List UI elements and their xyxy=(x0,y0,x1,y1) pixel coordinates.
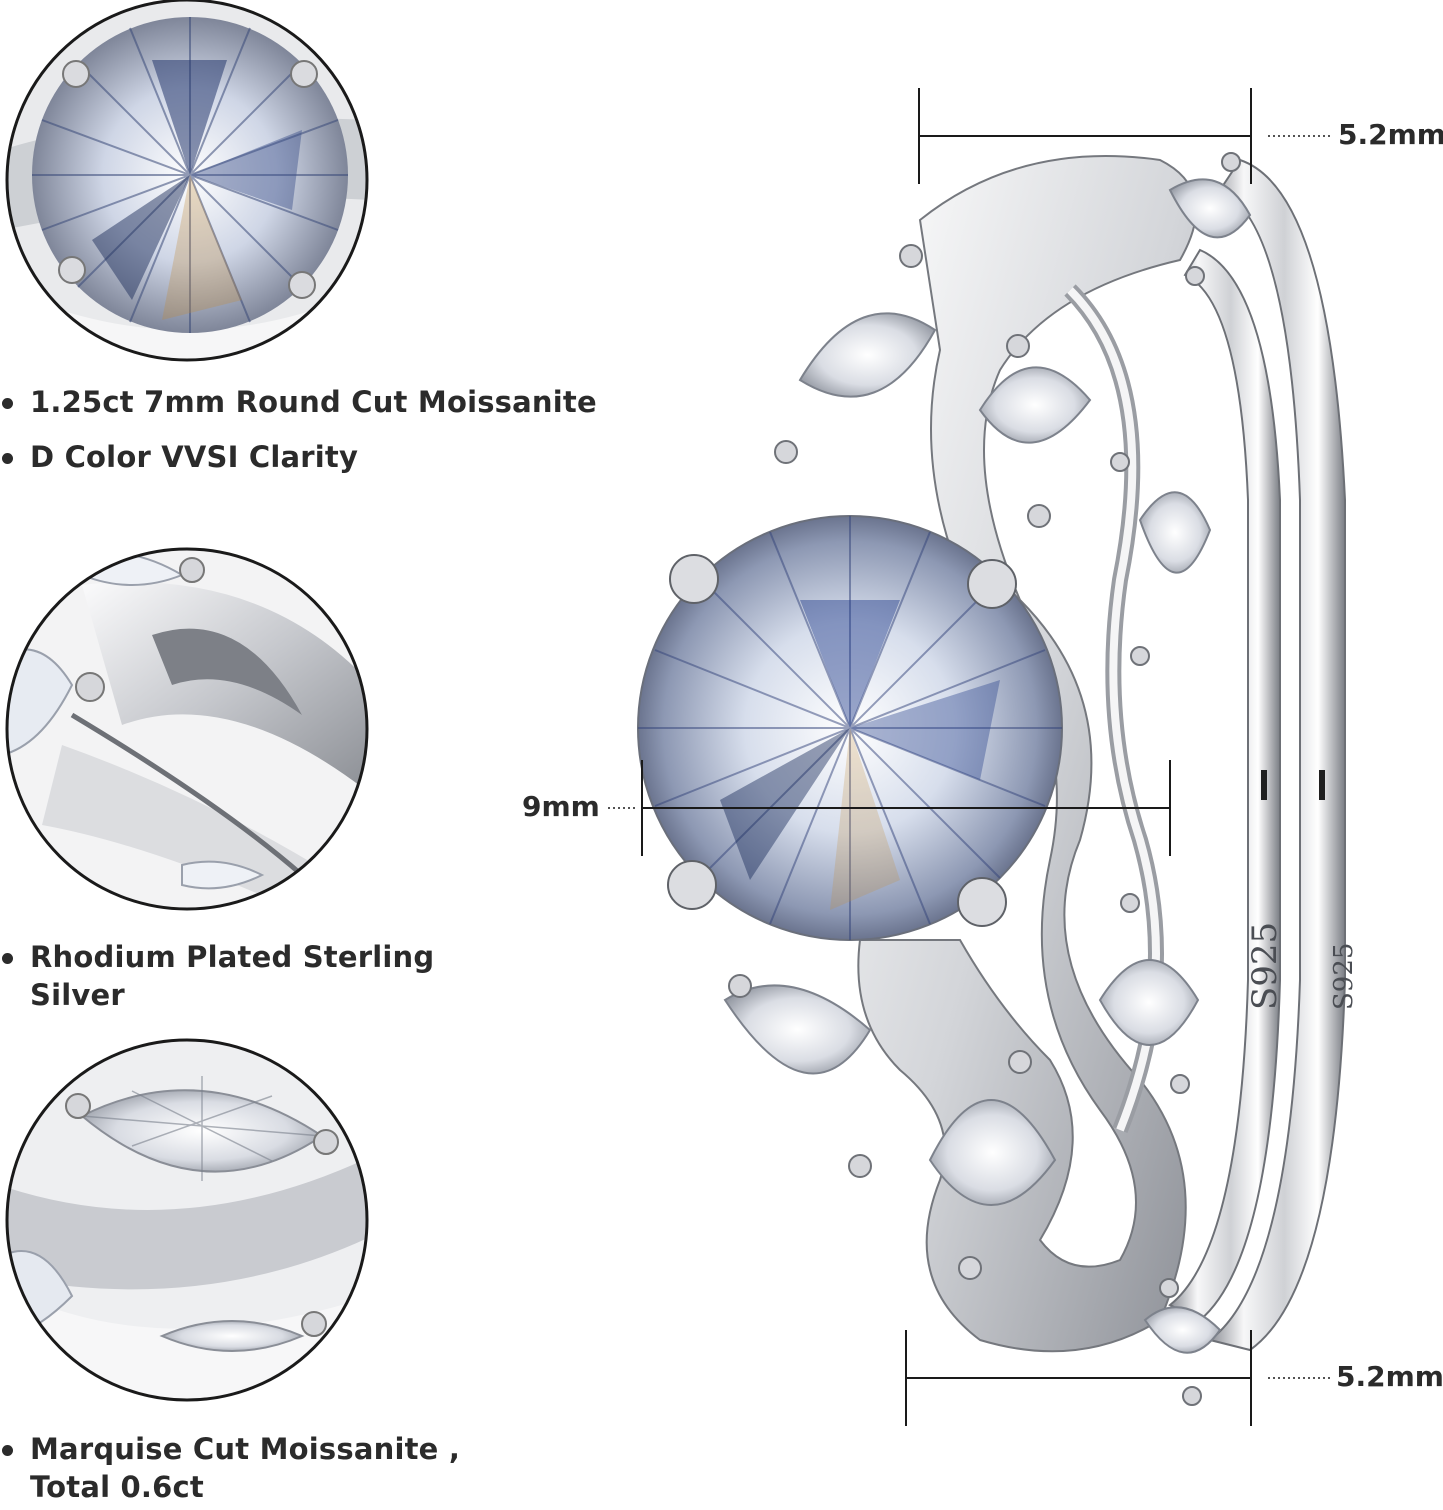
top-band-width-label: 5.2mm xyxy=(1338,118,1443,151)
feature-text-line-2: Silver xyxy=(30,978,125,1012)
marquise-stones xyxy=(723,152,1252,1406)
bullet-dot xyxy=(2,1445,13,1456)
bottom-band-width-label: 5.2mm xyxy=(1336,1360,1443,1393)
feature-text-line-2: Total 0.6ct xyxy=(30,1470,204,1504)
feature-round-moissanite: 1.25ct 7mm Round Cut Moissanite xyxy=(2,383,597,423)
ring-set-illustration: S925 S925 xyxy=(637,152,1359,1406)
feature-marquise-moissanite: Marquise Cut Moissanite , Total 0.6ct xyxy=(2,1430,582,1510)
bullet-dot xyxy=(2,453,13,464)
feature-text: D Color VVSI Clarity xyxy=(30,440,359,474)
bullet-dot xyxy=(2,953,13,964)
bullet-dot xyxy=(2,398,13,409)
engraving-s925-outer: S925 xyxy=(1245,922,1285,1010)
feature-text: Rhodium Plated Sterling xyxy=(30,940,435,974)
engraving-s925-inner: S925 xyxy=(1329,943,1359,1010)
dimension-lines xyxy=(608,88,1332,1426)
stone-diameter-label: 9mm xyxy=(522,790,600,823)
center-round-stone xyxy=(637,515,1063,941)
feature-rhodium-plated: Rhodium Plated Sterling Silver xyxy=(2,938,582,1018)
marquise-stone-detail-circle xyxy=(5,1038,369,1402)
feature-text: 1.25ct 7mm Round Cut Moissanite xyxy=(30,385,597,419)
feature-text: Marquise Cut Moissanite , xyxy=(30,1432,461,1466)
feature-color-clarity: D Color VVSI Clarity xyxy=(2,438,582,478)
round-stone-detail-circle xyxy=(5,0,369,362)
prong-setting-detail-circle xyxy=(5,547,369,911)
